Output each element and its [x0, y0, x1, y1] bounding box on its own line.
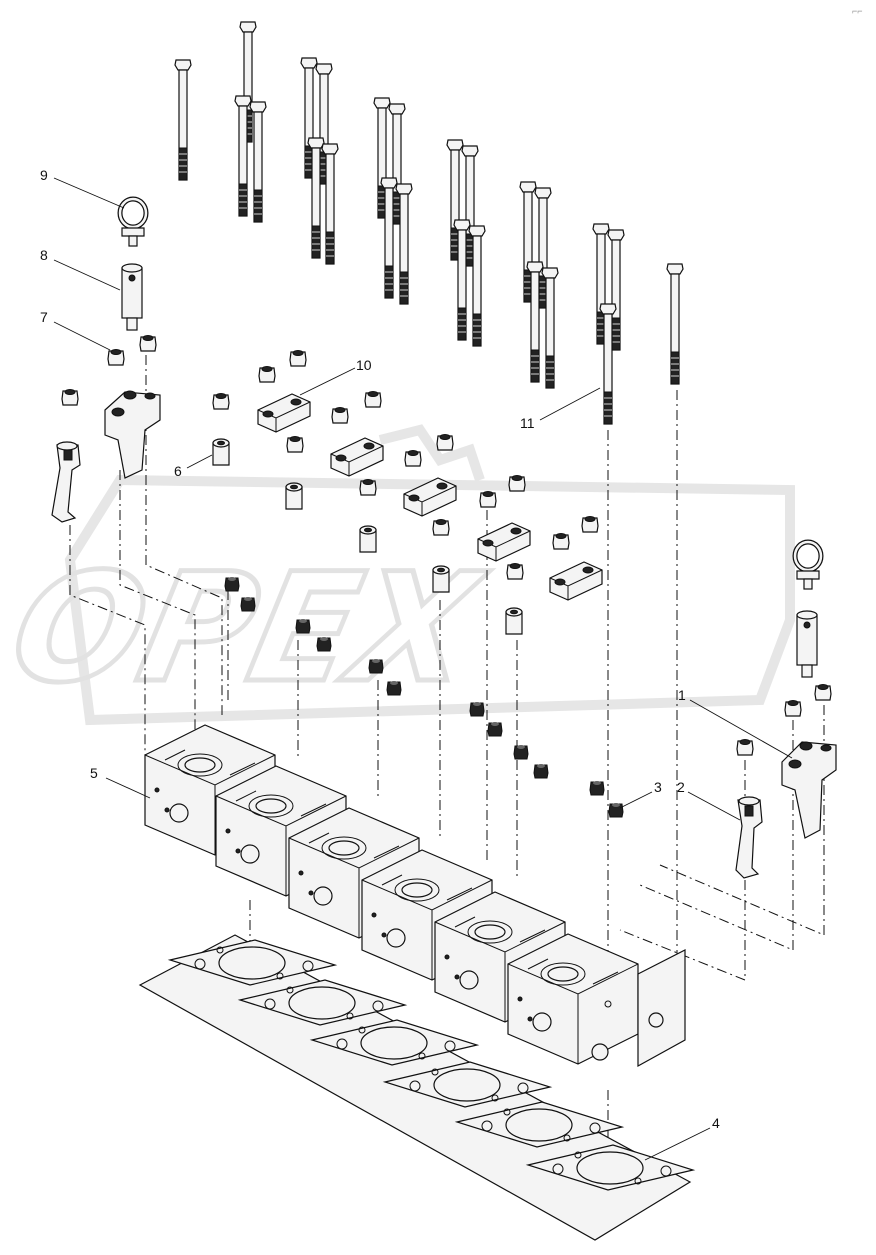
callout-1: 1 — [678, 687, 686, 703]
injector-clamp-left — [51, 441, 81, 523]
alignment-lines — [69, 355, 825, 1170]
callout-2: 2 — [677, 779, 685, 795]
head-gasket — [138, 934, 694, 1241]
watermark-logo: OPEX — [0, 424, 795, 726]
callout-4: 4 — [712, 1115, 720, 1131]
callout-6: 6 — [174, 463, 182, 479]
watermark-text: OPEX — [0, 541, 498, 716]
callouts: 1 2 3 4 5 6 7 8 9 10 11 — [40, 167, 720, 1131]
rocker-bracket-right — [781, 741, 837, 839]
callout-9: 9 — [40, 167, 48, 183]
lifting-eye-left — [117, 196, 149, 247]
adapter-right — [796, 610, 818, 678]
cylinder-heads — [144, 724, 686, 1068]
adapter-left — [121, 263, 143, 331]
leader-lines — [53, 177, 793, 1161]
callout-3: 3 — [654, 779, 662, 795]
lifting-eye-right — [792, 539, 824, 590]
head-bolts — [174, 21, 684, 425]
callout-10: 10 — [356, 357, 372, 373]
callout-11: 11 — [520, 415, 535, 431]
injector-clamp-right — [735, 796, 763, 879]
callout-7: 7 — [40, 309, 48, 325]
callout-8: 8 — [40, 247, 48, 263]
callout-5: 5 — [90, 765, 98, 781]
rocker-bracket-left — [104, 390, 161, 479]
corner-mark: ⌐⌐ — [852, 6, 863, 16]
